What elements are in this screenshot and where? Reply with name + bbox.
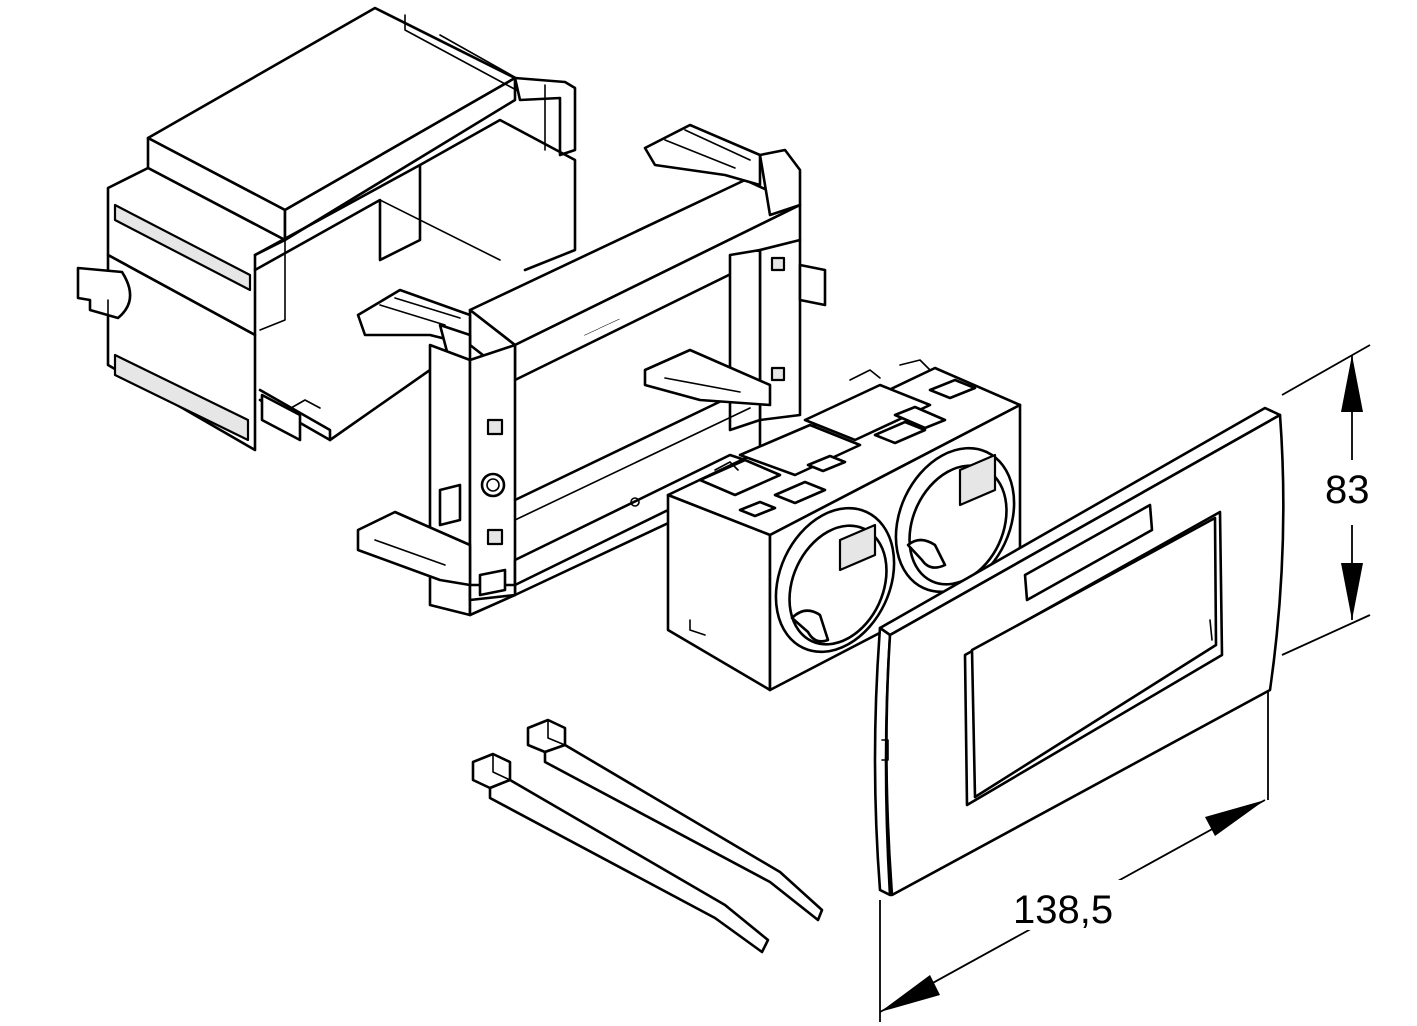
width-dimension: 138,5 <box>879 690 1269 1022</box>
cable-ties <box>471 718 824 954</box>
height-arrow-top <box>1341 355 1363 412</box>
width-arrow-right <box>1205 800 1265 836</box>
height-dimension: 83 <box>1281 344 1371 656</box>
rear-device-box <box>76 6 577 452</box>
height-arrow-bottom <box>1341 563 1363 620</box>
width-label: 138,5 <box>1013 888 1113 932</box>
cover-frame <box>873 406 1285 897</box>
width-arrow-left <box>880 975 940 1012</box>
height-label: 83 <box>1325 468 1370 512</box>
socket-insert <box>666 359 1022 692</box>
